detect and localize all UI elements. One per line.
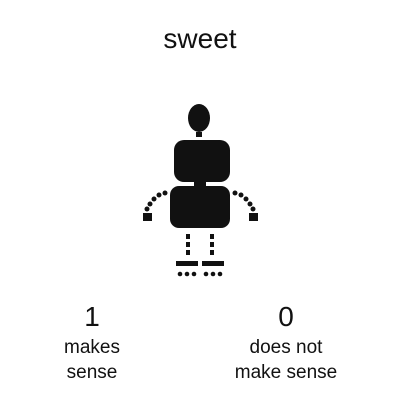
option-label-line2: make sense [234,362,338,383]
robot-right-arm [232,190,258,221]
robot-left-leg [176,234,198,277]
option-value: 0 [278,301,294,332]
robot-torso [170,186,230,228]
option-value: 1 [84,301,100,332]
robot-neck [194,182,206,186]
robot-helmet [174,140,230,182]
robot-neck-top [196,132,202,137]
robot-icon [143,104,258,277]
word-display: sweet [163,23,237,54]
option-label-line1: makes [64,337,120,358]
robot-right-leg [202,234,224,277]
option-label-line1: does not [249,337,323,358]
option-label-line2: sense [66,362,118,383]
robot-head-bulb [188,104,210,132]
robot-left-arm [143,190,168,221]
option-does-not-make-sense[interactable]: 0 does not make sense [196,300,376,384]
option-makes-sense[interactable]: 1 makes sense [2,300,182,384]
